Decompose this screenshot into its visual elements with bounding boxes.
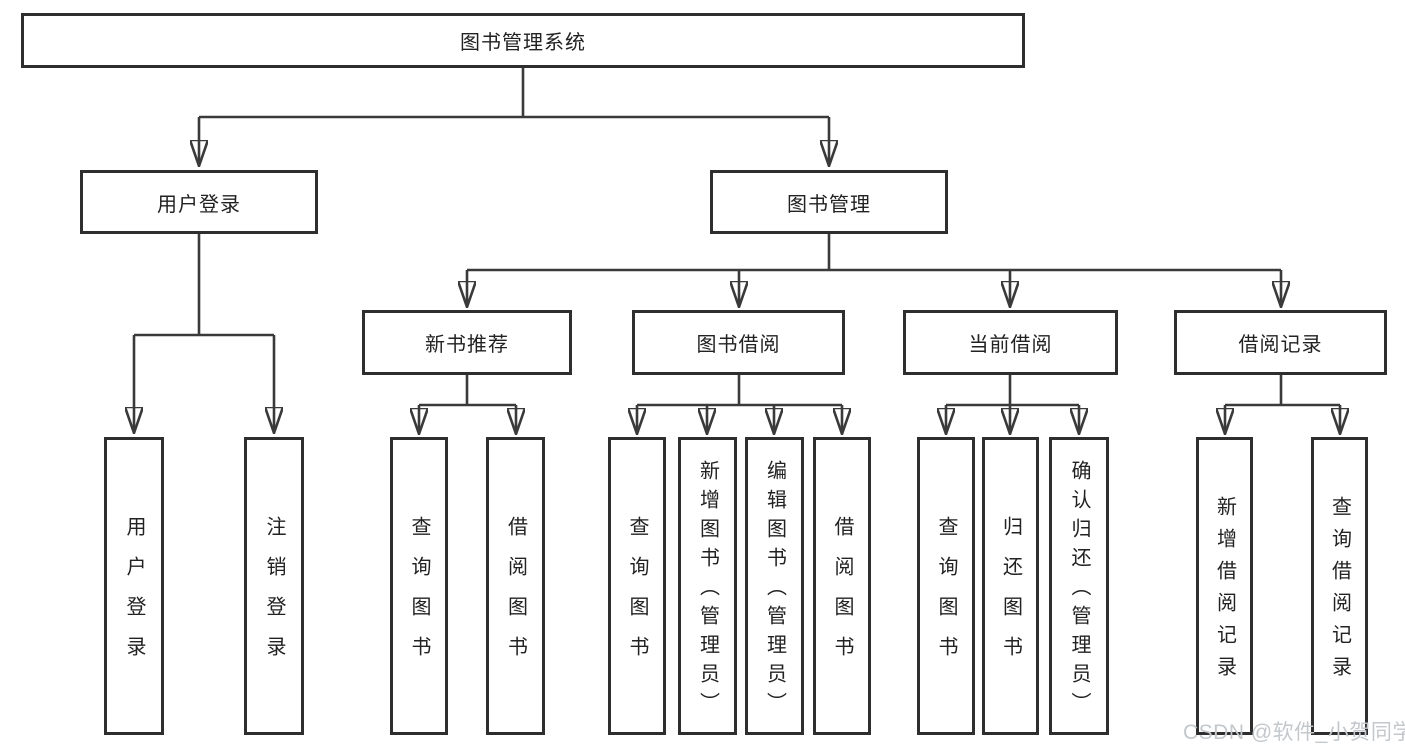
node-label: 新增借阅记录 — [1213, 496, 1236, 688]
node-book-borrowing: 图书借阅 — [632, 310, 845, 375]
node-label: 用户登录 — [157, 193, 241, 216]
node-logout: 注销登录 — [244, 437, 304, 735]
node-borrow-books-recommend: 借阅图书 — [486, 437, 545, 735]
node-borrowing-records: 借阅记录 — [1174, 310, 1387, 375]
node-label: 借阅图书 — [504, 516, 527, 676]
node-user-login: 用户登录 — [104, 437, 164, 735]
node-label: 借阅图书 — [831, 516, 853, 676]
node-label: 图书管理系统 — [460, 32, 586, 54]
node-label: 当前借阅 — [968, 334, 1053, 356]
node-label: 新书推荐 — [425, 334, 509, 356]
node-label: 编辑图书（管理员） — [763, 460, 786, 721]
node-label: 注销登录 — [263, 516, 285, 676]
node-label: 用户登录 — [123, 516, 145, 676]
node-query-books-current: 查询图书 — [917, 437, 975, 735]
node-label: 查询图书 — [408, 516, 430, 676]
node-borrow-book: 借阅图书 — [813, 437, 871, 735]
node-label: 查询图书 — [626, 516, 648, 676]
node-label: 确认归还（管理员） — [1068, 460, 1090, 721]
node-confirm-return-admin: 确认归还（管理员） — [1049, 437, 1109, 735]
node-label: 借阅记录 — [1238, 334, 1323, 356]
node-book-management-branch: 图书管理 — [710, 170, 948, 234]
node-new-book-recommendation: 新书推荐 — [362, 310, 572, 375]
node-query-books-recommend: 查询图书 — [390, 437, 448, 735]
node-library-management-system: 图书管理系统 — [21, 13, 1025, 68]
node-user-login-branch: 用户登录 — [80, 170, 318, 234]
node-edit-book-admin: 编辑图书（管理员） — [745, 437, 804, 735]
node-add-book-admin: 新增图书（管理员） — [678, 437, 737, 735]
node-query-books-borrow: 查询图书 — [608, 437, 666, 735]
node-query-borrow-record: 查询借阅记录 — [1311, 437, 1368, 735]
node-label: 查询借阅记录 — [1328, 496, 1351, 688]
node-label: 图书管理 — [787, 193, 871, 216]
node-return-book: 归还图书 — [982, 437, 1039, 735]
node-label: 查询图书 — [935, 516, 957, 676]
node-label: 新增图书（管理员） — [696, 460, 719, 721]
node-current-borrowing: 当前借阅 — [903, 310, 1118, 375]
node-label: 归还图书 — [999, 516, 1022, 676]
node-add-borrow-record: 新增借阅记录 — [1196, 437, 1253, 735]
csdn-watermark: CSDN @软件_小贺同学 — [1183, 721, 1405, 744]
node-label: 图书借阅 — [696, 334, 781, 356]
